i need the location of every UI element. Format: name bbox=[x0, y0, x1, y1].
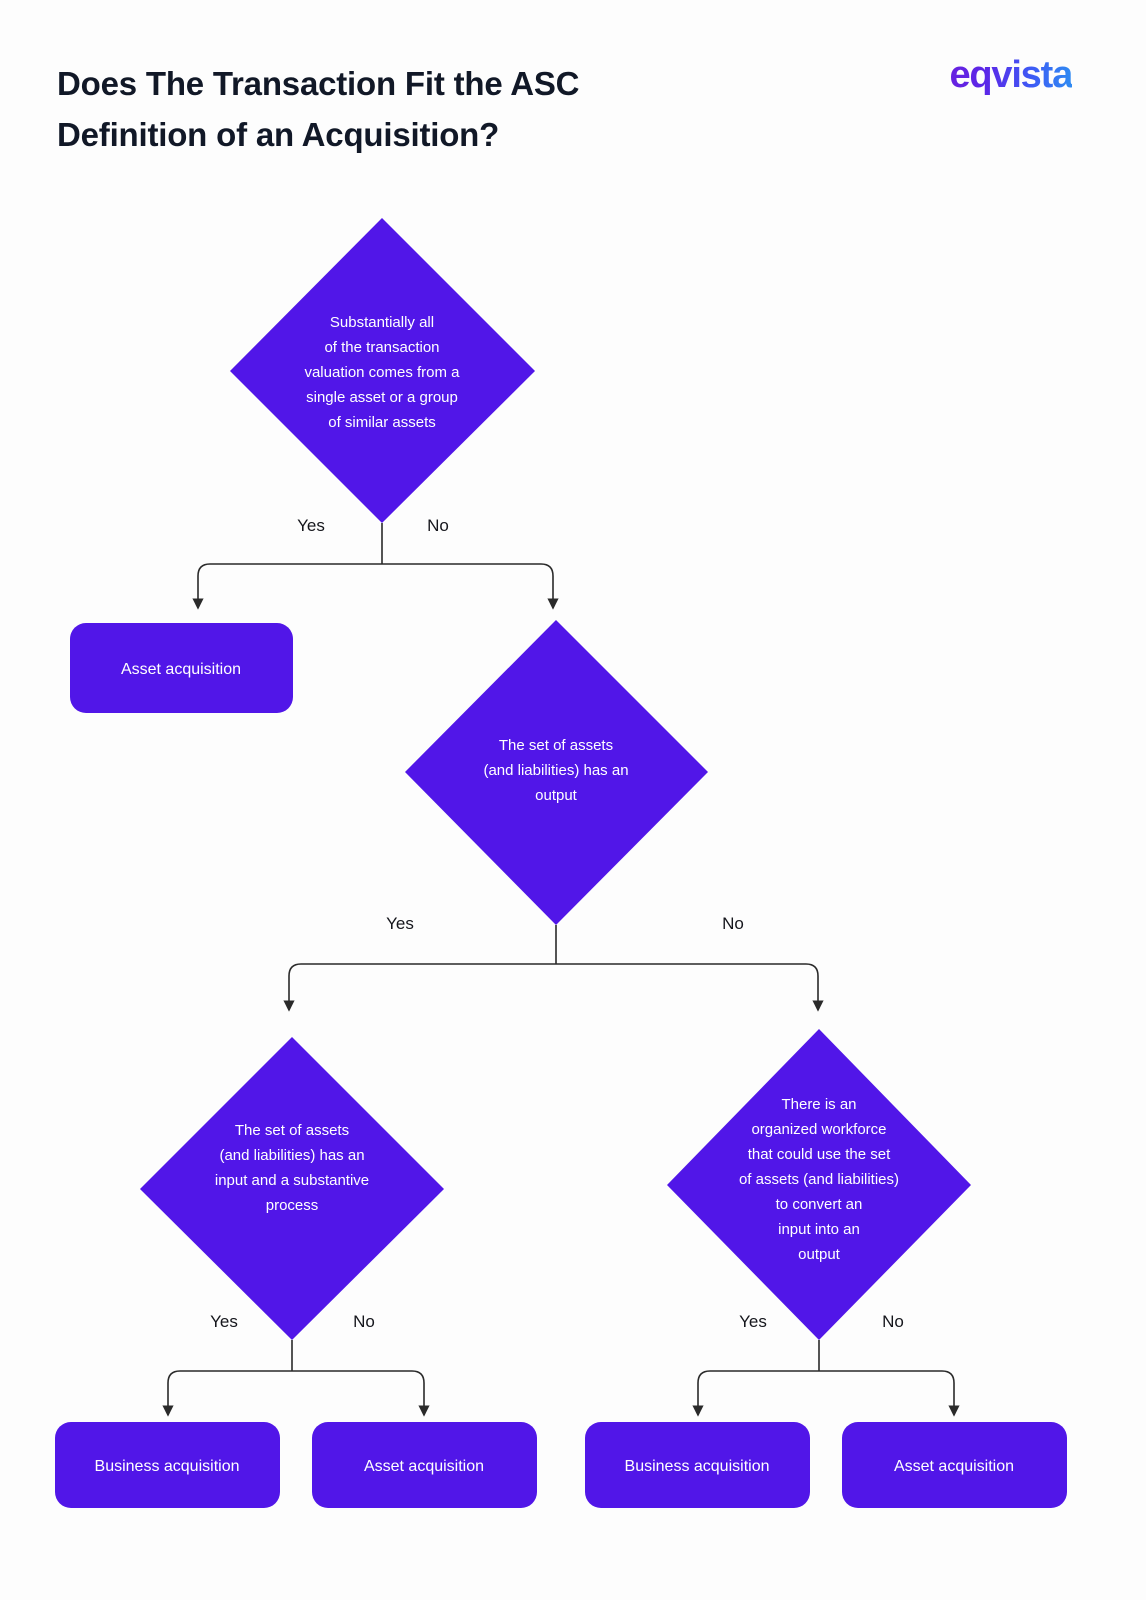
terminal-node-asset-acquisition-1[interactable]: Asset acquisition bbox=[70, 623, 293, 713]
terminal-node-asset-acquisition-3[interactable]: Asset acquisition bbox=[842, 1422, 1067, 1508]
node-text-line: that could use the set bbox=[748, 1146, 891, 1163]
node-text-line: of assets (and liabilities) bbox=[739, 1171, 899, 1188]
diamond-shape bbox=[405, 620, 708, 925]
node-text-line: output bbox=[535, 787, 578, 804]
node-text-line: (and liabilities) has an bbox=[483, 762, 628, 779]
connector-d3-no bbox=[292, 1370, 430, 1417]
diamond-shape bbox=[140, 1037, 444, 1340]
diamond-shape bbox=[230, 218, 535, 523]
node-text-line: The set of assets bbox=[499, 737, 613, 754]
connector-d1-no bbox=[382, 563, 559, 610]
diamond-shape bbox=[667, 1029, 971, 1340]
decision-node-organized-workforce[interactable]: There is an organized workforce that cou… bbox=[667, 1029, 971, 1340]
node-text-line: valuation comes from a bbox=[304, 364, 460, 381]
node-text-line: Substantially all bbox=[330, 314, 434, 331]
edge-label-no: No bbox=[427, 516, 449, 535]
rounded-box-shape bbox=[585, 1422, 810, 1508]
connector-d4-no bbox=[819, 1370, 960, 1417]
node-label: Asset acquisition bbox=[121, 661, 241, 678]
connector-d1-yes bbox=[192, 563, 382, 610]
node-text-line: There is an bbox=[781, 1096, 856, 1113]
node-label: Business acquisition bbox=[95, 1458, 240, 1475]
node-text-line: (and liabilities) has an bbox=[219, 1147, 364, 1164]
header: Does The Transaction Fit the ASC Definit… bbox=[0, 0, 1146, 190]
eqvista-logo: eqvista bbox=[949, 54, 1073, 96]
node-text-line: of the transaction bbox=[324, 339, 439, 356]
decision-node-set-of-assets-output[interactable]: The set of assets (and liabilities) has … bbox=[405, 620, 708, 925]
edge-label-no: No bbox=[353, 1312, 375, 1331]
rounded-box-shape bbox=[55, 1422, 280, 1508]
connector-d2-no bbox=[556, 963, 824, 1012]
rounded-box-shape bbox=[70, 623, 293, 713]
edge-label-yes: Yes bbox=[210, 1312, 238, 1331]
connector-d3-yes bbox=[162, 1370, 292, 1417]
connector-d4-yes bbox=[692, 1370, 819, 1417]
decision-node-input-substantive-process[interactable]: The set of assets (and liabilities) has … bbox=[140, 1037, 444, 1340]
edge-label-yes: Yes bbox=[297, 516, 325, 535]
edge-label-no: No bbox=[882, 1312, 904, 1331]
edge-label-yes: Yes bbox=[386, 914, 414, 933]
rounded-box-shape bbox=[842, 1422, 1067, 1508]
node-label: Business acquisition bbox=[625, 1458, 770, 1475]
node-text-line: input and a substantive bbox=[215, 1172, 369, 1189]
node-text-line: of similar assets bbox=[328, 414, 436, 431]
terminal-node-business-acquisition-2[interactable]: Business acquisition bbox=[585, 1422, 810, 1508]
edge-label-yes: Yes bbox=[739, 1312, 767, 1331]
node-text-line: single asset or a group bbox=[306, 389, 458, 406]
connector-d2-yes bbox=[283, 963, 556, 1012]
node-label: Asset acquisition bbox=[364, 1458, 484, 1475]
node-text-line: process bbox=[266, 1197, 319, 1214]
decision-node-substantially-all[interactable]: Substantially all of the transaction val… bbox=[230, 218, 535, 523]
node-label: Asset acquisition bbox=[894, 1458, 1014, 1475]
node-text-line: The set of assets bbox=[235, 1122, 349, 1139]
node-text-line: input into an bbox=[778, 1221, 860, 1238]
terminal-node-business-acquisition-1[interactable]: Business acquisition bbox=[55, 1422, 280, 1508]
rounded-box-shape bbox=[312, 1422, 537, 1508]
node-text-line: output bbox=[798, 1246, 841, 1263]
node-text-line: to convert an bbox=[776, 1196, 863, 1213]
page-title: Does The Transaction Fit the ASC Definit… bbox=[57, 65, 580, 153]
node-text-line: organized workforce bbox=[751, 1121, 886, 1138]
terminal-node-asset-acquisition-2[interactable]: Asset acquisition bbox=[312, 1422, 537, 1508]
edge-label-no: No bbox=[722, 914, 744, 933]
